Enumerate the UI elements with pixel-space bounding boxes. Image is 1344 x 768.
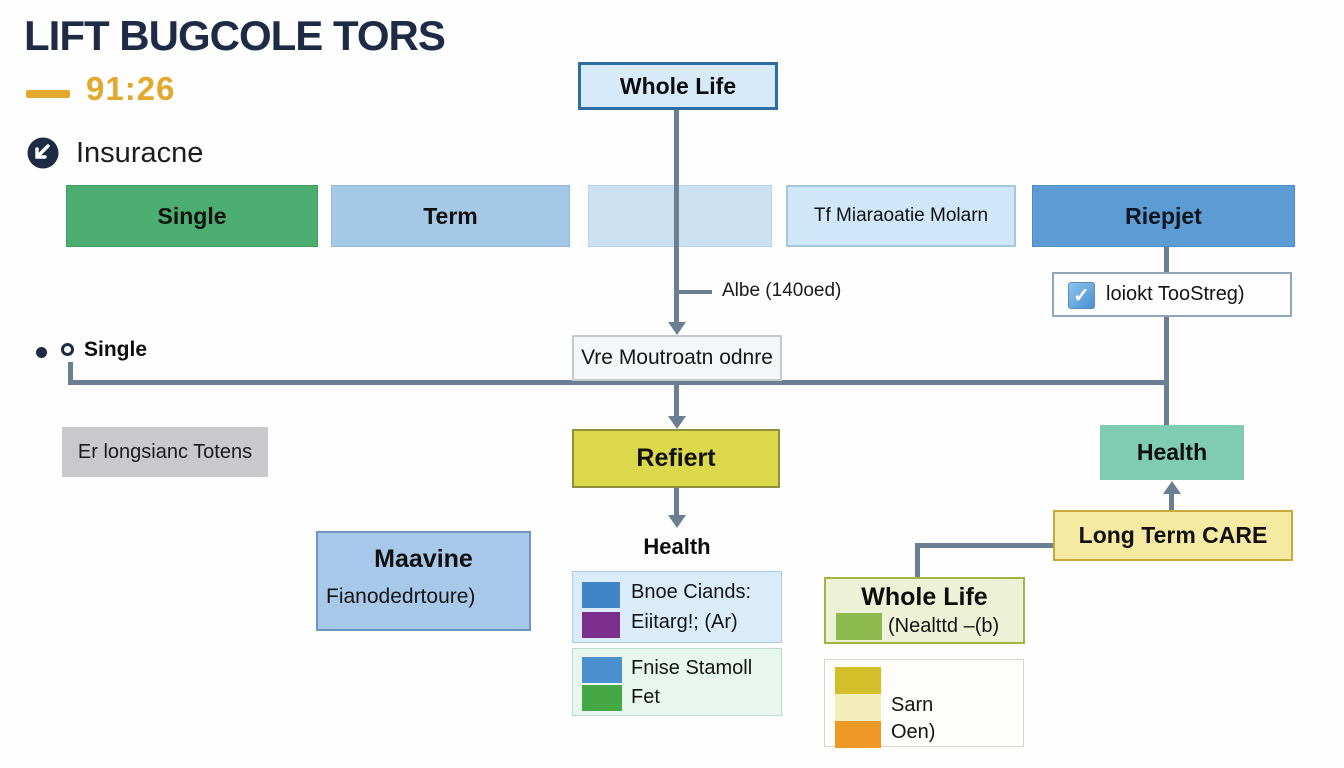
connector-refiert-health xyxy=(674,488,679,516)
branch-label: Albe (140oed) xyxy=(722,280,842,301)
insurance-header: Insuracne xyxy=(26,136,203,170)
legend-swatch-purple xyxy=(582,612,620,638)
node-health-box: Health xyxy=(1100,425,1244,480)
whole-life-green-title: Whole Life xyxy=(861,583,988,611)
connector-ltc-elbow-v xyxy=(915,543,920,579)
node-refiert: Refiert xyxy=(572,429,780,488)
arrowhead-into-healthbox xyxy=(1163,481,1181,494)
bullet-item-single: Single xyxy=(84,338,148,361)
legend-swatch-orange xyxy=(835,721,881,748)
page-title: LIFT BUGCOLE TORS xyxy=(24,12,446,59)
node-whole-life-top: Whole Life xyxy=(578,62,778,110)
health-text-label: Health xyxy=(643,534,711,559)
node-molarn: Tf Miaraoatie Molarn xyxy=(786,185,1016,247)
connector-ltc-elbow-h xyxy=(915,543,1053,548)
legend-swatch-green xyxy=(582,685,622,711)
health-legend-a: Bnoe Ciands: Eiitarg!; (Ar) xyxy=(572,571,782,643)
node-maavine: Maavine Fianodedrtoure) xyxy=(316,531,531,631)
insurance-badge-icon xyxy=(27,137,59,169)
legend-label: Bnoe Ciands: xyxy=(631,581,752,603)
arrowhead-into-health-label xyxy=(668,515,686,528)
care-legend: Sarn Oen) xyxy=(824,659,1024,748)
gray-note-box: Er longsianc Totens xyxy=(62,427,268,477)
connector-vre-refiert xyxy=(674,381,679,417)
node-long-term-care: Long Term CARE xyxy=(1053,510,1293,561)
legend-label: Eiitarg!; (Ar) xyxy=(631,611,738,633)
legend-swatch-olive xyxy=(835,667,881,694)
arrowhead-into-refiert xyxy=(668,416,686,429)
legend-label: Sarn xyxy=(891,694,934,716)
gold-dash-rule xyxy=(26,90,70,98)
legend-swatch-blue xyxy=(582,657,622,683)
legend-swatch-blue xyxy=(582,582,620,608)
arrowhead-into-vre xyxy=(668,322,686,335)
node-vre: Vre Moutroatn odnre xyxy=(572,335,782,381)
connector-ltc-up xyxy=(1169,492,1174,510)
node-whole-life-green: Whole Life (Nealttd –(b) xyxy=(824,577,1025,644)
checkbox-row[interactable]: ✓ loiokt TooStreg) xyxy=(1052,272,1292,317)
checkbox-label: loiokt TooStreg) xyxy=(1106,283,1245,305)
connector-riepjet-down xyxy=(1164,247,1169,425)
connector-branch-tick xyxy=(679,290,712,294)
health-legend-b: Fnise Stamoll Fet xyxy=(572,648,782,716)
legend-label: Fnise Stamoll xyxy=(631,657,753,679)
maavine-subtitle: Fianodedrtoure) xyxy=(326,585,476,608)
connector-wholelife-down xyxy=(674,110,679,323)
legend-label: Oen) xyxy=(891,721,936,743)
whole-life-green-swatch xyxy=(836,613,882,640)
connector-horizontal-rail xyxy=(68,380,1169,385)
node-blank xyxy=(588,185,772,247)
checkbox-checked-icon[interactable]: ✓ xyxy=(1068,282,1095,309)
node-single: Single xyxy=(66,185,318,247)
bullet-ring-icon xyxy=(61,343,74,356)
whole-life-green-subtitle: (Nealttd –(b) xyxy=(888,615,1000,637)
legend-label: Fet xyxy=(631,686,660,708)
header-code: 91:26 xyxy=(86,70,176,107)
maavine-title: Maavine xyxy=(374,545,473,573)
node-riepjet: Riepjet xyxy=(1032,185,1295,247)
connector-single-elbow xyxy=(68,362,73,385)
legend-swatch-paleyellow xyxy=(835,694,881,721)
node-term: Term xyxy=(331,185,570,247)
bullet-dot xyxy=(36,347,47,358)
insurance-label: Insuracne xyxy=(76,136,204,169)
